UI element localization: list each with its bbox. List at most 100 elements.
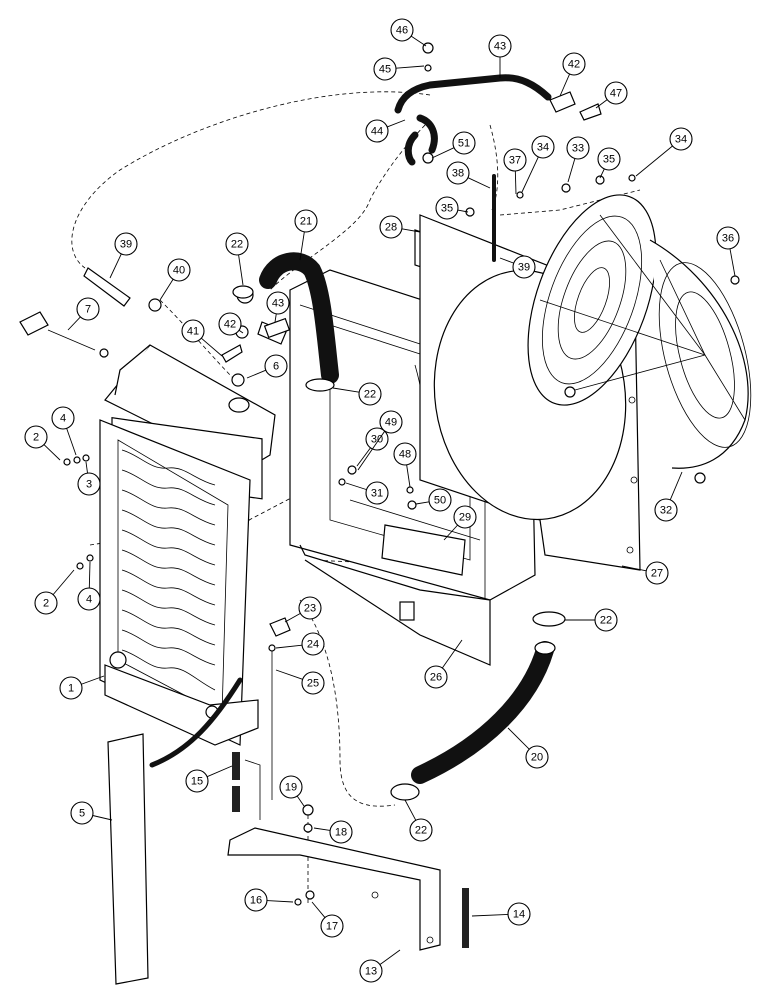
callout-number: 39	[518, 262, 530, 274]
callout-bubble	[562, 52, 586, 76]
callout-bubble	[379, 410, 403, 434]
callout-bubble	[390, 18, 414, 42]
callout-50: 50	[415, 488, 452, 512]
callout-number: 44	[371, 126, 383, 138]
callout-number: 15	[191, 776, 203, 788]
callout-44: 44	[365, 119, 406, 143]
callout-leader-line	[81, 675, 105, 685]
callout-bubble	[59, 676, 83, 700]
callout-48: 48	[393, 442, 417, 488]
callout-number: 22	[415, 825, 427, 837]
callout-42a: 42	[218, 312, 244, 336]
callout-leader-line	[514, 170, 517, 195]
callout-bubble	[70, 801, 94, 825]
callout-bubble	[51, 406, 75, 430]
callout-7: 7	[67, 297, 100, 331]
callout-4b: 4	[77, 561, 101, 611]
callout-bubble	[604, 81, 628, 105]
callout-leader-line	[441, 639, 463, 669]
callout-number: 45	[379, 64, 391, 76]
callout-leader-line	[567, 158, 576, 183]
callout-number: 51	[458, 138, 470, 150]
callout-19: 19	[279, 775, 305, 807]
callout-leader-line	[443, 524, 458, 541]
callout-bubble	[329, 820, 353, 844]
callout-number: 4	[86, 594, 92, 606]
callout-leader-line	[410, 35, 427, 47]
callout-number: 5	[79, 808, 85, 820]
callout-2a: 2	[24, 425, 61, 461]
callout-leader-line	[415, 501, 430, 505]
callout-number: 30	[371, 434, 383, 446]
callout-bubble	[185, 769, 209, 793]
callout-46: 46	[390, 18, 427, 47]
callout-leader-line	[406, 464, 411, 488]
callout-bubble	[77, 472, 101, 496]
callout-leader-line	[559, 73, 571, 97]
callout-number: 50	[434, 495, 446, 507]
callout-23: 23	[284, 596, 322, 623]
foam-strips	[232, 752, 469, 948]
callout-bubble	[365, 427, 389, 451]
callout-47: 47	[595, 81, 628, 109]
callout-15: 15	[185, 765, 233, 793]
callout-16: 16	[244, 888, 294, 912]
callout-number: 19	[285, 782, 297, 794]
callout-bubble	[218, 312, 242, 336]
callout-leader-line	[275, 644, 303, 649]
callout-6: 6	[246, 354, 288, 379]
hardware	[19, 42, 740, 906]
callout-number: 40	[173, 265, 185, 277]
callout-number: 16	[250, 895, 262, 907]
callout-number: 34	[537, 142, 549, 154]
callout-leader-line	[92, 815, 113, 821]
callout-43b: 43	[488, 34, 512, 78]
callout-25: 25	[275, 669, 325, 695]
callout-leader-line	[52, 569, 75, 595]
callout-number: 47	[610, 88, 622, 100]
radiator	[99, 344, 276, 768]
callout-leader-line	[467, 177, 491, 189]
callout-number: 2	[43, 598, 49, 610]
callout-number: 26	[430, 672, 442, 684]
callout-bubble	[503, 148, 527, 172]
lower-radiator-hose	[411, 641, 556, 784]
callout-21: 21	[294, 209, 318, 261]
callout-number: 48	[399, 449, 411, 461]
callout-17: 17	[311, 901, 344, 938]
callout-leader-line	[206, 765, 233, 778]
callout-bubble	[453, 505, 477, 529]
callout-leader-line	[266, 900, 294, 903]
callout-bubble	[435, 196, 459, 220]
callout-41: 41	[181, 319, 223, 357]
callout-number: 22	[600, 615, 612, 627]
callout-bubble	[365, 481, 389, 505]
callout-39b: 39	[499, 255, 536, 279]
callout-bubble	[507, 902, 531, 926]
callout-bubble	[76, 297, 100, 321]
callout-bubble	[359, 959, 383, 983]
side-seal	[107, 733, 149, 985]
callout-number: 42	[224, 319, 236, 331]
callout-number: 49	[385, 417, 397, 429]
callout-number: 28	[385, 222, 397, 234]
callout-40: 40	[159, 258, 191, 301]
callout-number: 2	[33, 432, 39, 444]
callout-number: 20	[531, 752, 543, 764]
callout-bubble	[244, 888, 268, 912]
callout-4a: 4	[51, 406, 77, 456]
callout-13: 13	[359, 949, 401, 983]
callout-bubble	[167, 258, 191, 282]
callout-leader-line	[595, 99, 608, 109]
callout-leader-line	[357, 430, 386, 471]
callout-31: 31	[345, 481, 389, 505]
callout-leader-line	[404, 799, 417, 821]
callout-leader-line	[159, 279, 174, 301]
callout-leader-line	[457, 209, 469, 213]
callout-bubble	[446, 161, 470, 185]
overflow-hose	[394, 74, 552, 166]
callout-2b: 2	[34, 569, 75, 615]
callout-leader-line	[401, 228, 421, 233]
callout-leader-line	[275, 669, 303, 680]
fan-guard	[527, 194, 752, 484]
